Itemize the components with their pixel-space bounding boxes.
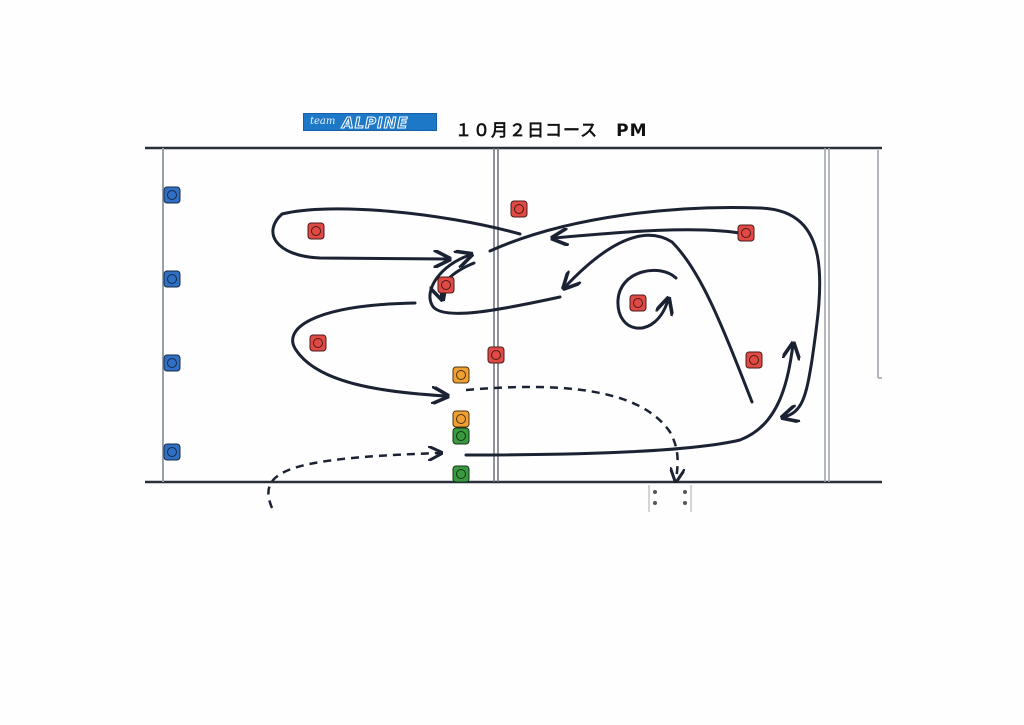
green-cone (452, 465, 470, 483)
red-cone (309, 334, 327, 352)
red-cone (510, 200, 528, 218)
dashed-exit-path (465, 385, 678, 480)
court-lines (145, 146, 882, 484)
route-bottom-sweep (464, 345, 793, 457)
blue-cone (163, 270, 181, 288)
cones (163, 186, 763, 483)
route-sweep-connector (554, 230, 747, 238)
route-middle-reverse (291, 301, 446, 396)
route-top-right-sweep (488, 206, 822, 417)
red-cone (737, 224, 755, 242)
route-right-arc (565, 233, 754, 404)
logo-team-text: team (310, 116, 336, 127)
route-paths (271, 206, 822, 457)
red-cone (307, 222, 325, 240)
red-cone (629, 294, 647, 312)
logo-alpine-text: ALPINE (342, 114, 409, 131)
team-alpine-logo: team ALPINE (303, 113, 437, 131)
orange-cone (452, 366, 470, 384)
blue-cone (163, 443, 181, 461)
dashed-paths (267, 385, 678, 509)
orange-cone (452, 410, 470, 428)
red-cone (745, 351, 763, 369)
dashed-entry-path (267, 453, 440, 509)
route-inner-right-loop (616, 268, 678, 330)
blue-cone (163, 354, 181, 372)
page-title: １０月２日コース PM (455, 121, 648, 141)
green-cone (452, 427, 470, 445)
bottom-gate (648, 485, 692, 512)
red-cone (437, 276, 455, 294)
red-cone (487, 346, 505, 364)
route-top-left-loop (271, 207, 522, 259)
route-center-loop (428, 255, 562, 315)
blue-cone (163, 186, 181, 204)
